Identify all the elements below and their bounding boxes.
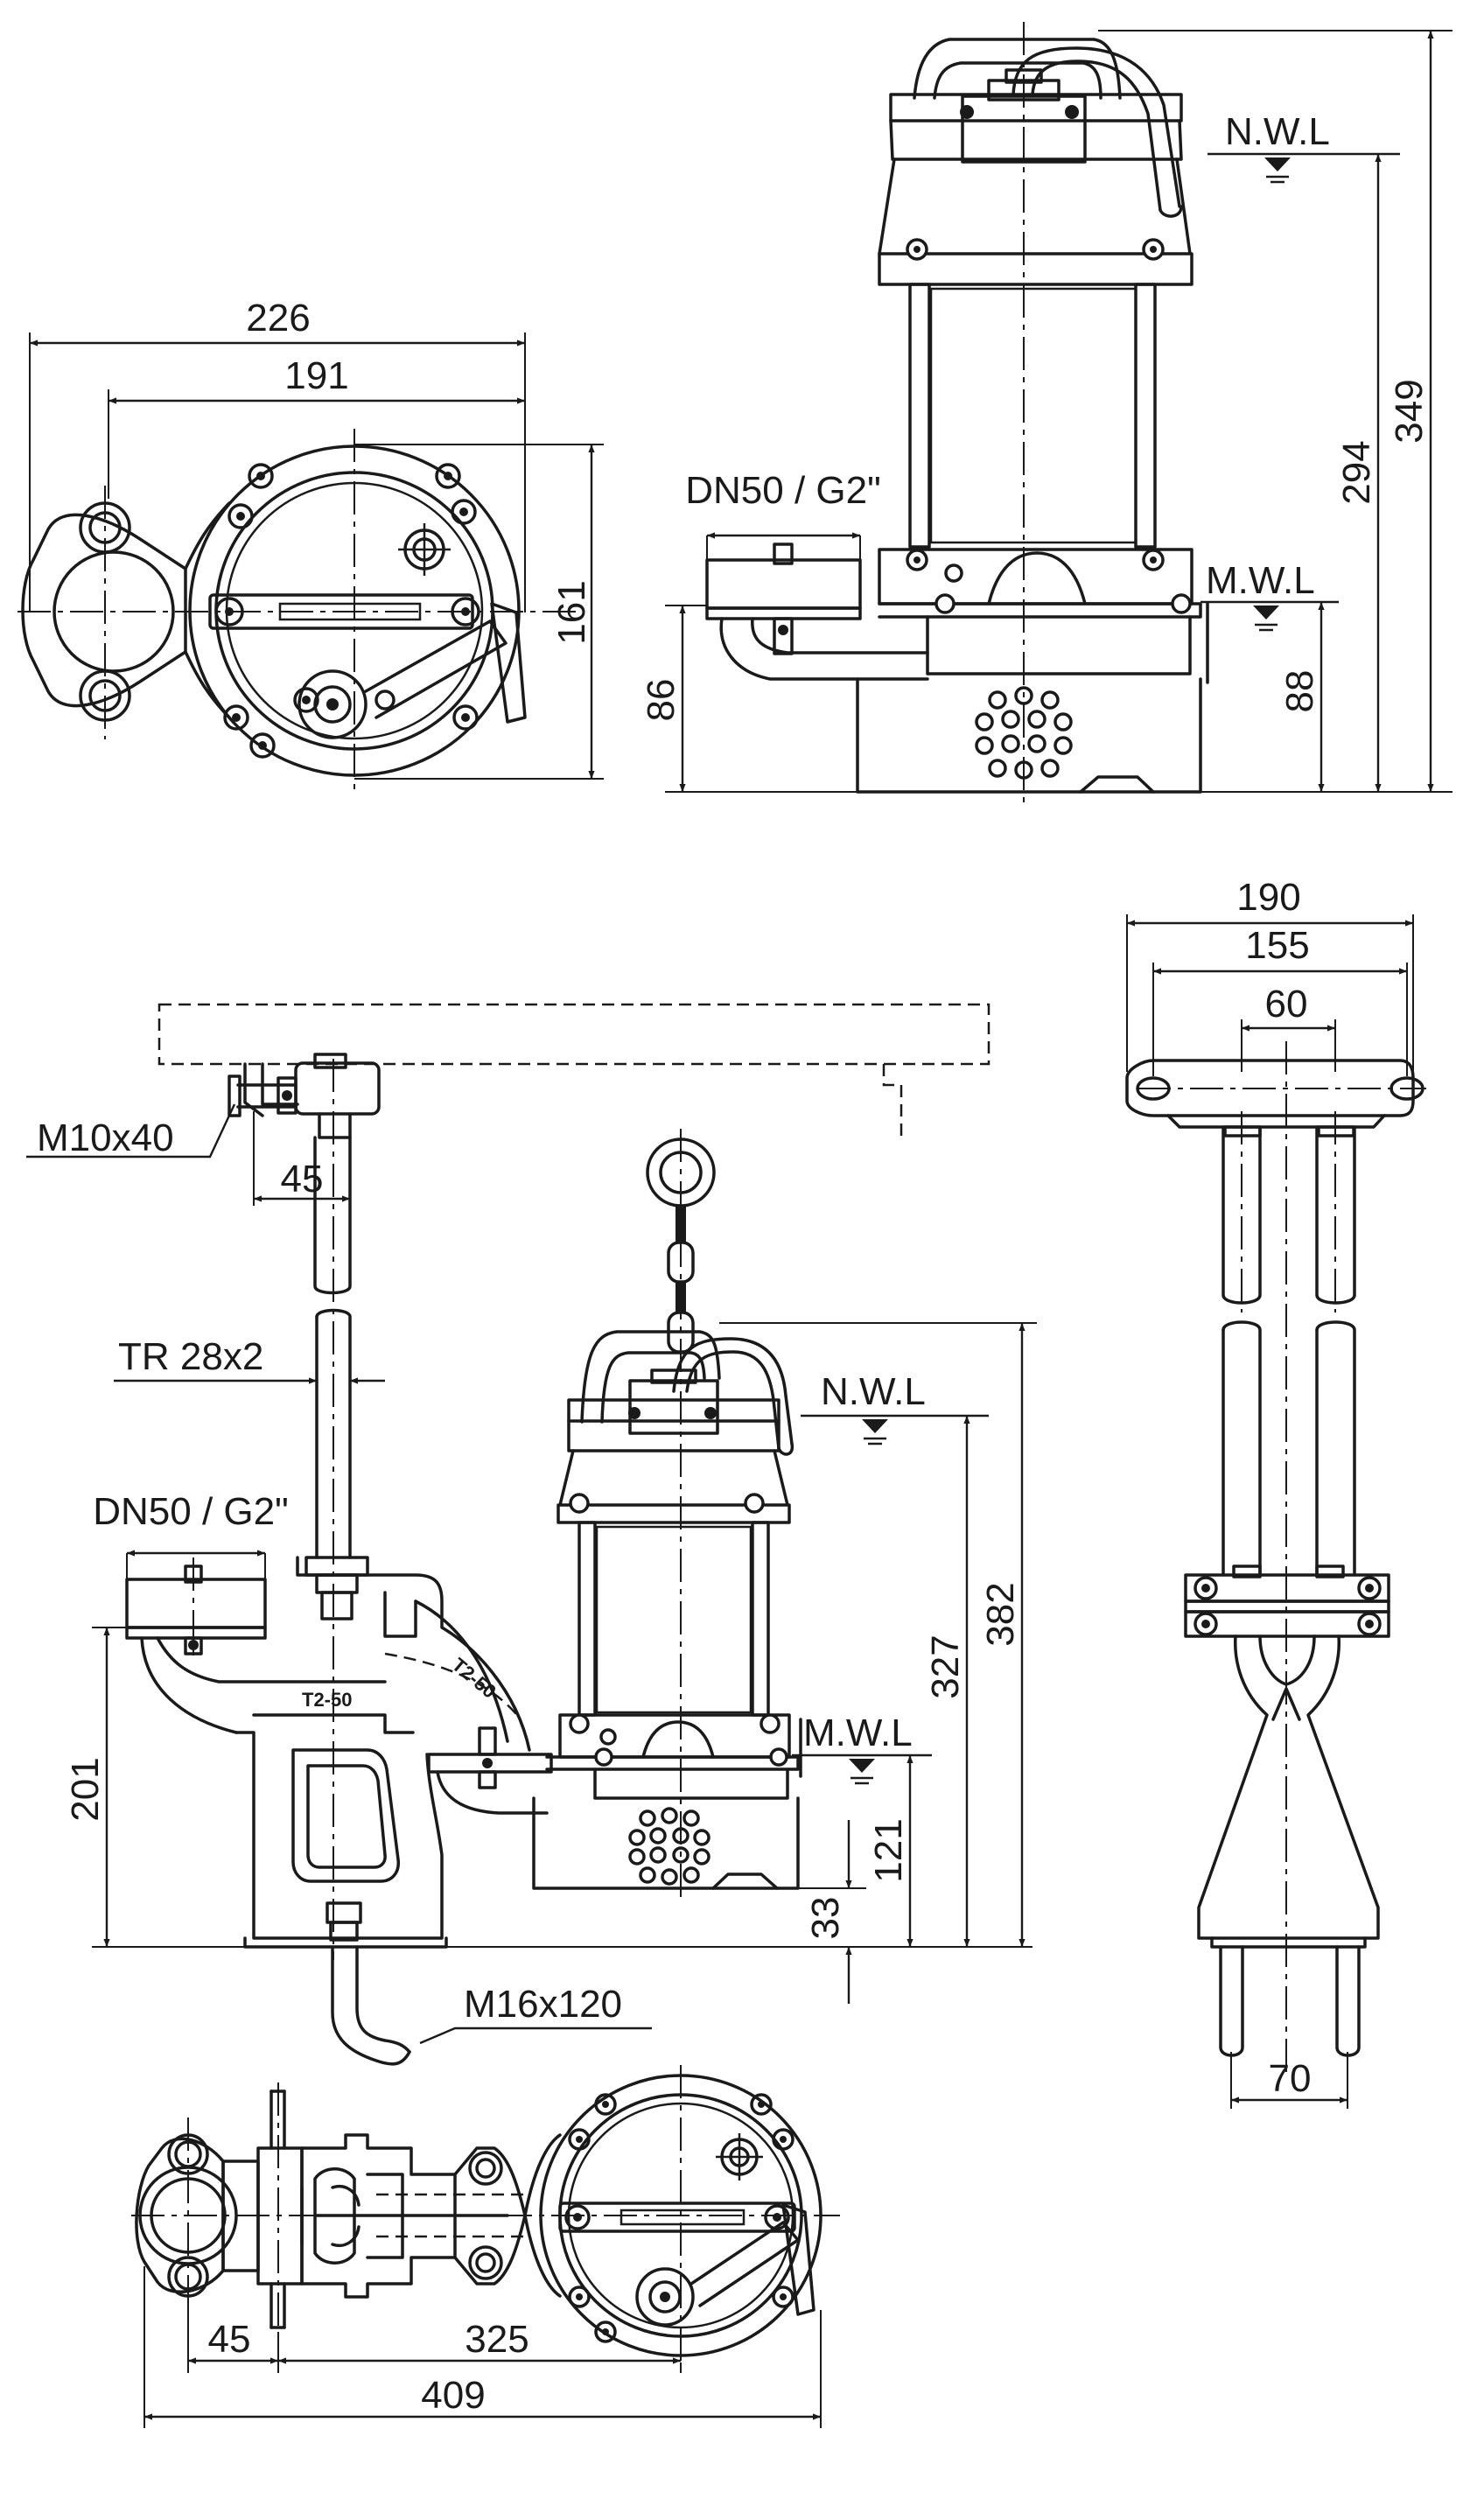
mwl-label: M.W.L <box>1206 559 1315 602</box>
dim-121: 121 <box>867 1818 910 1882</box>
casting-label: T2-50 <box>302 1689 352 1711</box>
dim-155: 155 <box>1245 924 1309 967</box>
dim-201: 201 <box>64 1757 107 1821</box>
dim-191: 191 <box>284 354 348 397</box>
dim-60: 60 <box>1265 983 1308 1026</box>
dim-349: 349 <box>1388 379 1431 443</box>
dim-409: 409 <box>421 2374 485 2417</box>
dim-70: 70 <box>1269 2057 1312 2100</box>
outlet-size-label-2: DN50 / G2" <box>93 1490 288 1533</box>
dim-327: 327 <box>924 1634 967 1698</box>
thread-label: TR 28x2 <box>118 1335 263 1378</box>
top-side-view: N.W.L M.W.L DN50 / G2" 86 88 294 349 <box>640 22 1452 805</box>
assembly-side-view: M10x40 45 TR 28x2 <box>26 1003 1037 2066</box>
dim-226: 226 <box>246 297 310 340</box>
dim-190: 190 <box>1236 876 1300 919</box>
casting-label-curved: T2-50 <box>448 1654 500 1703</box>
bolt-icon-bottom <box>568 2093 794 2343</box>
dim-88: 88 <box>1278 670 1321 713</box>
dim-45-plan: 45 <box>208 2318 251 2361</box>
dim-45-bracket: 45 <box>281 1158 324 1200</box>
strainer-holes-lower <box>628 1807 710 1886</box>
dim-86: 86 <box>640 679 682 722</box>
dim-33: 33 <box>804 1897 847 1940</box>
top-plan-view: 226 191 161 <box>18 297 604 792</box>
bolt-size-label: M10x40 <box>37 1116 174 1159</box>
dim-382: 382 <box>979 1582 1022 1646</box>
nwl-label: N.W.L <box>1225 110 1330 153</box>
bottom-plan-view: 45 325 409 <box>131 2065 840 2428</box>
dim-294: 294 <box>1335 440 1378 504</box>
dim-161: 161 <box>550 580 593 644</box>
dim-325: 325 <box>465 2318 528 2361</box>
mwl-label-2: M.W.L <box>803 1712 913 1754</box>
nwl-label-2: N.W.L <box>821 1370 926 1413</box>
outlet-size-label: DN50 / G2" <box>685 469 880 512</box>
anchor-bolt-label: M16x120 <box>464 1983 622 2026</box>
end-view: 190 155 60 70 <box>1125 876 1426 2109</box>
bolt-icon <box>223 463 479 759</box>
